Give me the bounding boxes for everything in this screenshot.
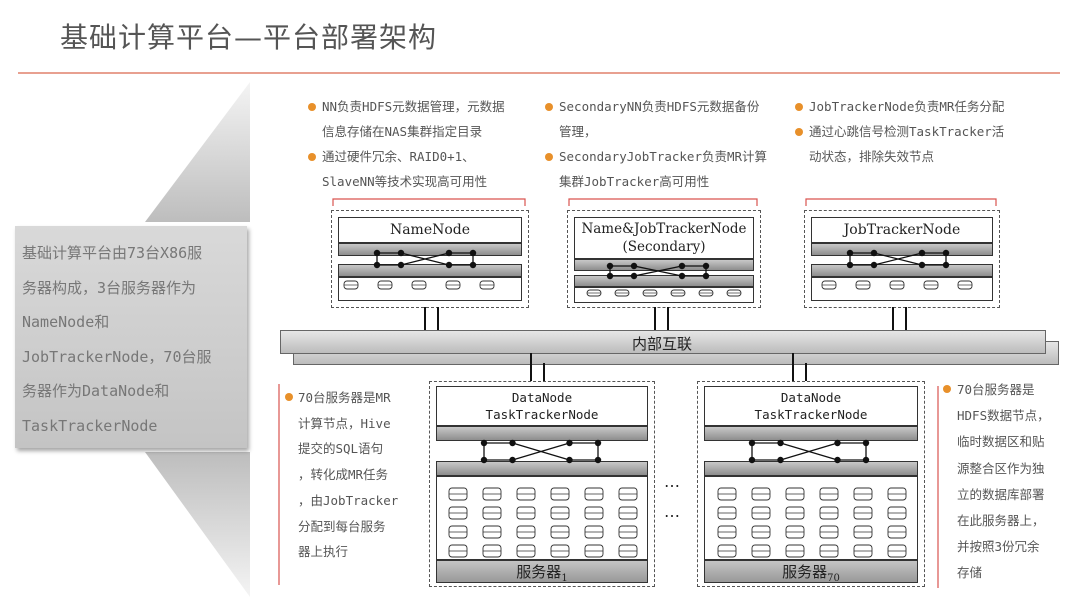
secondary-bar-top <box>574 259 754 271</box>
datanode-label-70: DataNode TaskTrackerNode <box>704 386 918 426</box>
connector <box>892 307 894 330</box>
connector <box>805 363 807 381</box>
connector <box>530 353 532 381</box>
jobtracker-server: JobTrackerNode <box>804 210 1000 308</box>
note-jobtracker-1: JobTrackerNode负责MR任务分配 <box>809 99 1005 114</box>
datanode-disk-array <box>436 476 648 560</box>
secondary-server: Name&JobTrackerNode (Secondary) <box>567 210 761 308</box>
bullet-dot <box>308 153 316 161</box>
note-jobtracker-2: 通过心跳信号检测TaskTracker活 动状态，排除失效节点 <box>809 124 1005 164</box>
note-secondary-1: SecondaryNN负责HDFS元数据备份 管理， <box>559 99 760 139</box>
summary-box <box>15 226 247 448</box>
namenode-bar-bottom <box>338 264 522 277</box>
server-label-70: 服务器70 <box>704 560 918 584</box>
datanode-title: DataNode <box>780 390 842 405</box>
secondary-disk-array <box>574 287 754 303</box>
tasktracker-title: TaskTrackerNode <box>485 407 599 422</box>
secondary-label: Name&JobTrackerNode (Secondary) <box>574 217 754 259</box>
namenode-label: NameNode <box>338 217 522 243</box>
datanode-bar-top <box>704 426 918 441</box>
interconnect-bus <box>280 330 1046 354</box>
connector <box>424 307 426 330</box>
bullet-dot <box>943 385 951 393</box>
jobtracker-bar-bottom <box>811 264 993 277</box>
bullet-dot <box>285 393 293 401</box>
bullet-dot <box>545 153 553 161</box>
bullet-dot <box>795 103 803 111</box>
bullet-dot <box>795 128 803 136</box>
title-divider <box>18 72 1060 74</box>
note-hdfs-data: 70台服务器是 HDFS数据节点， 临时数据区和贴 源整合区作为独 立的数据库部… <box>957 382 1050 581</box>
connector <box>905 307 907 330</box>
datanode-title: DataNode <box>511 390 573 405</box>
connector <box>667 307 669 330</box>
secondary-bar-bottom <box>574 275 754 287</box>
datanode-bar-bottom <box>436 461 648 476</box>
datanode-label-1: DataNode TaskTrackerNode <box>436 386 648 426</box>
datanode-server-70: DataNode TaskTrackerNode 服务器70 <box>697 381 925 587</box>
connector <box>792 353 794 381</box>
server-label-1: 服务器1 <box>436 560 648 584</box>
datanode-disk-array <box>704 476 918 560</box>
namenode-bar-top <box>338 243 522 256</box>
datanode-bar-bottom <box>704 461 918 476</box>
server-name: 服务器 <box>782 563 828 581</box>
chevron-arrow-decoration <box>145 82 250 597</box>
connector <box>437 307 439 330</box>
page-title: 基础计算平台—平台部署架构 <box>60 21 438 54</box>
note-mr-compute: 70台服务器是MR 计算节点，Hive 提交的SQL语句 ，转化成MR任务 ，由… <box>298 390 399 560</box>
summary-text: 基础计算平台由73台X86服 务器构成，3台服务器作为 NameNode和 Jo… <box>22 244 212 435</box>
datanode-server-1: DataNode TaskTrackerNode 服务器1 <box>429 381 655 587</box>
note-secondary-2: SecondaryJobTracker负责MR计算 集群JobTracker高可… <box>559 149 768 189</box>
jobtracker-label: JobTrackerNode <box>811 217 993 243</box>
ellipsis-upper: … <box>664 472 682 491</box>
datanode-bar-top <box>436 426 648 441</box>
jobtracker-bar-top <box>811 243 993 256</box>
connector <box>543 363 545 381</box>
note-namenode-1: NN负责HDFS元数据管理，元数据 信息存储在NAS集群指定目录 <box>322 99 505 139</box>
connector <box>654 307 656 330</box>
bullet-dot <box>545 103 553 111</box>
namenode-disk-array <box>338 277 522 301</box>
tasktracker-title: TaskTrackerNode <box>754 407 868 422</box>
ellipsis-lower: … <box>664 502 682 521</box>
jobtracker-disk-array <box>811 277 993 301</box>
interconnect-label: 内部互联 <box>632 335 693 353</box>
note-namenode-2: 通过硬件冗余、RAID0+1、 SlaveNN等技术实现高可用性 <box>322 149 488 189</box>
server-index: 1 <box>561 573 568 584</box>
server-name: 服务器 <box>516 563 562 581</box>
namenode-server: NameNode <box>331 210 529 308</box>
server-index: 70 <box>827 573 840 584</box>
bullet-dot <box>308 103 316 111</box>
